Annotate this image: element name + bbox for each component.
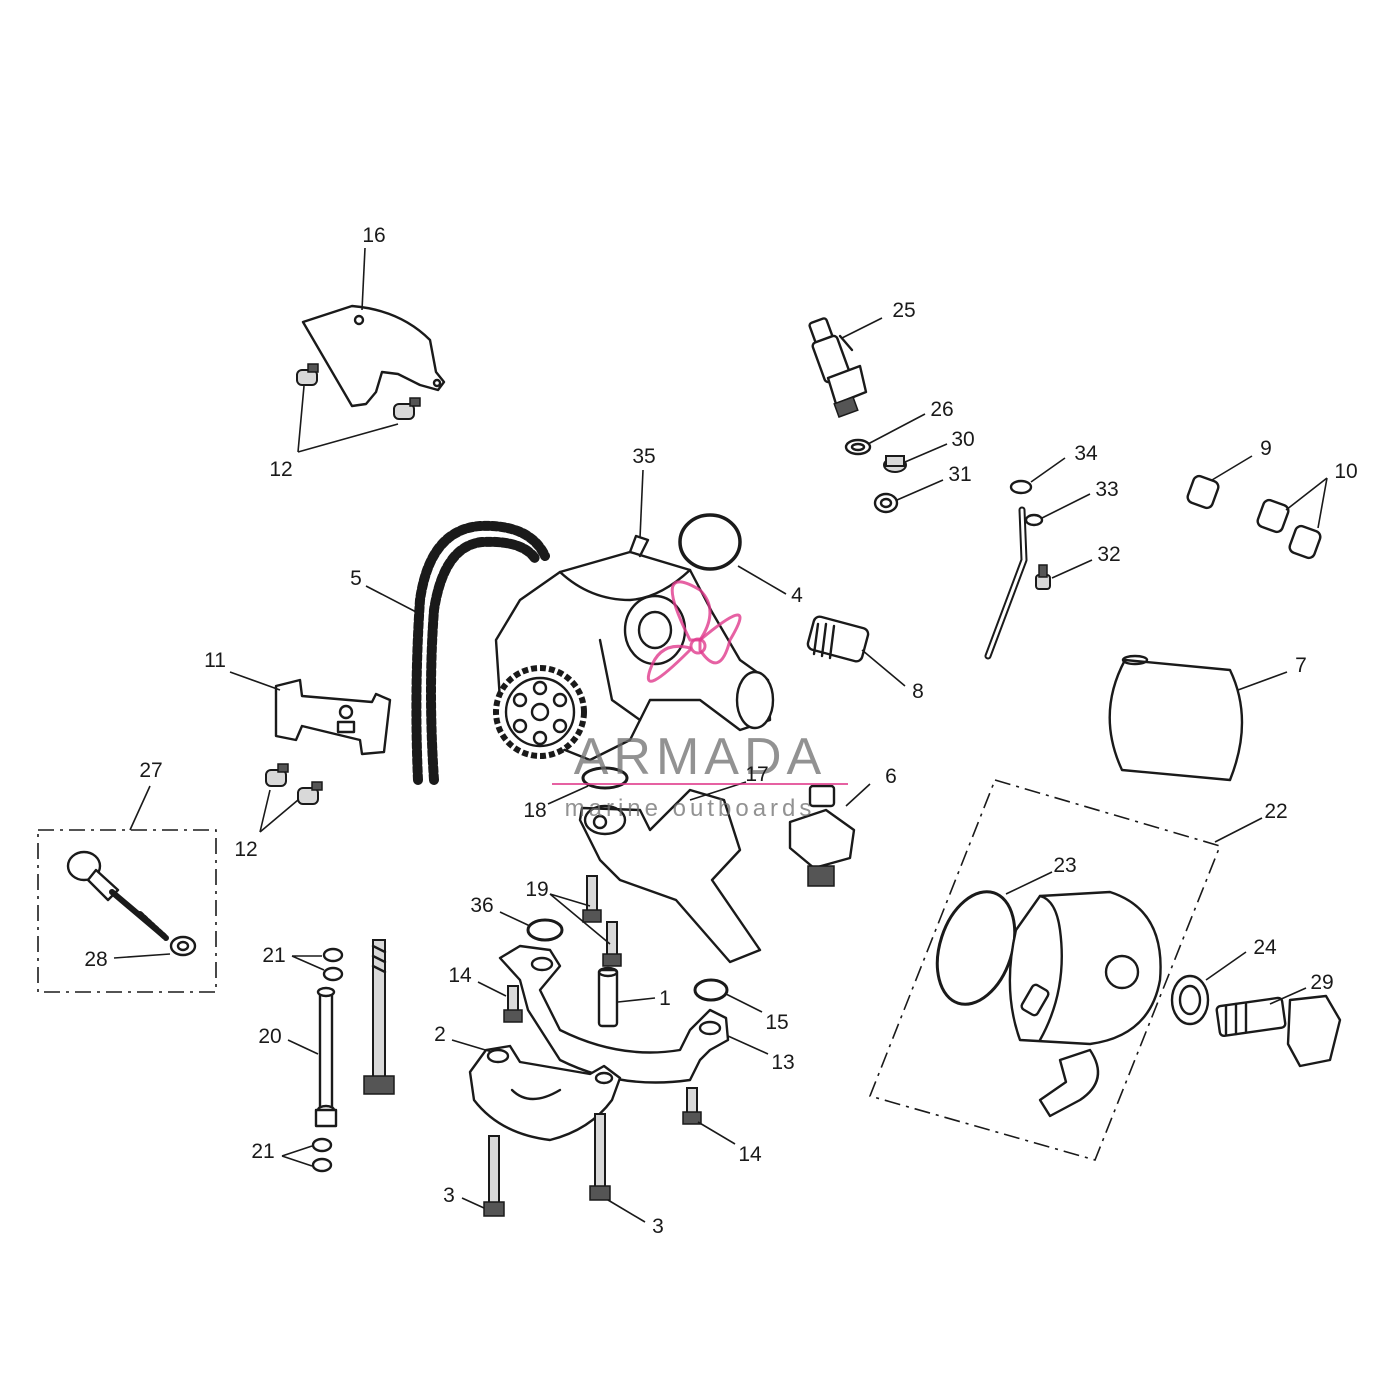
- part-12-bolts-upper: [296, 363, 421, 420]
- callout-35: 35: [632, 445, 655, 468]
- callout-labels: 16 12 25 26 30 31 34 33 32 9 10 35 4 5 8…: [84, 224, 1357, 1238]
- part-8-union-fitting: [806, 615, 870, 663]
- callout-13: 13: [771, 1051, 794, 1074]
- callout-3-left: 3: [443, 1184, 455, 1207]
- callout-25: 25: [892, 299, 915, 322]
- callout-1: 1: [659, 987, 671, 1010]
- callout-22: 22: [1264, 800, 1287, 823]
- part-32-bolt: [1035, 564, 1051, 590]
- part-10-caps: [1256, 498, 1322, 560]
- callout-6: 6: [885, 765, 897, 788]
- part-22-oil-cooler-box: [868, 779, 1222, 1161]
- callout-36: 36: [470, 894, 493, 917]
- part-3-bolts: [483, 1113, 611, 1217]
- part-4-o-ring: [678, 513, 742, 571]
- watermark-brand: ARMADA: [574, 728, 826, 786]
- callout-29: 29: [1310, 971, 1333, 994]
- oil-cooler-body: [1008, 890, 1162, 1118]
- callout-16: 16: [362, 224, 385, 247]
- callout-10: 10: [1334, 460, 1357, 483]
- callout-12-lower: 12: [234, 838, 257, 861]
- part-1-tube: [597, 966, 619, 1028]
- callout-32: 32: [1097, 543, 1120, 566]
- part-21-washers-lower: [311, 1137, 333, 1173]
- part-14-bolt-upper: [503, 985, 523, 1023]
- part-2-sump-cover: [468, 1044, 622, 1142]
- part-35-oil-pump: [493, 534, 775, 762]
- callout-31: 31: [948, 463, 971, 486]
- part-16-cover-plate: [301, 304, 446, 408]
- part-15-o-ring: [693, 978, 729, 1002]
- part-12-bolts-lower: [265, 763, 323, 805]
- callout-28: 28: [84, 948, 107, 971]
- part-21-washers-upper: [322, 947, 344, 982]
- part-29-banjo-bolt: [1215, 994, 1342, 1068]
- callout-8: 8: [912, 680, 924, 703]
- part-11-bracket: [274, 678, 392, 756]
- part-36-o-ring: [526, 918, 564, 942]
- callout-19: 19: [525, 878, 548, 901]
- callout-18: 18: [523, 799, 546, 822]
- callout-7: 7: [1295, 654, 1307, 677]
- callout-33: 33: [1095, 478, 1118, 501]
- part-25-pressure-switch: [808, 317, 868, 418]
- part-30-plug: [883, 455, 907, 473]
- callout-27: 27: [139, 759, 162, 782]
- part-26-washer: [844, 438, 872, 456]
- callout-3-right: 3: [652, 1215, 664, 1238]
- callout-23: 23: [1053, 854, 1076, 877]
- callout-11: 11: [204, 649, 226, 672]
- leader-lines: [113, 247, 1328, 1223]
- part-18-o-ring: [581, 766, 629, 790]
- callout-34: 34: [1074, 442, 1098, 465]
- callout-21-lower: 21: [251, 1140, 274, 1163]
- watermark-tagline: marine outboards: [565, 795, 816, 822]
- callout-12-upper: 12: [269, 458, 292, 481]
- callout-14-upper: 14: [448, 964, 472, 987]
- part-9-cap: [1186, 474, 1220, 510]
- callout-30: 30: [951, 428, 974, 451]
- armada-watermark: ARMADA marine outboards: [552, 580, 848, 822]
- part-24-washer: [1170, 974, 1210, 1026]
- part-28-washer: [169, 935, 197, 957]
- part-7-oil-filter: [1108, 654, 1244, 782]
- part-5-chain: [411, 520, 550, 785]
- long-bolt: [363, 939, 395, 1095]
- callout-17: 17: [745, 763, 768, 786]
- callout-4: 4: [791, 584, 803, 607]
- callout-26: 26: [930, 398, 953, 421]
- part-31-washer: [873, 492, 899, 514]
- callout-21-upper: 21: [262, 944, 285, 967]
- callout-15: 15: [765, 1011, 788, 1034]
- callout-24: 24: [1253, 936, 1277, 959]
- callout-9: 9: [1260, 437, 1272, 460]
- part-33-pipe: [984, 506, 1044, 660]
- part-6-sensor: [788, 784, 856, 887]
- part-19-bolts: [582, 875, 622, 967]
- callout-20: 20: [258, 1025, 281, 1048]
- part-34-washer: [1009, 479, 1033, 495]
- propeller-logo-icon: [646, 580, 742, 683]
- part-20-pipe: [314, 986, 338, 1128]
- callout-2: 2: [434, 1023, 446, 1046]
- part-27-dipstick-box: [37, 829, 217, 993]
- part-17-strainer: [578, 788, 762, 964]
- callout-14-lower: 14: [738, 1143, 762, 1166]
- callout-5: 5: [350, 567, 362, 590]
- part-14-bolt-lower: [682, 1087, 702, 1125]
